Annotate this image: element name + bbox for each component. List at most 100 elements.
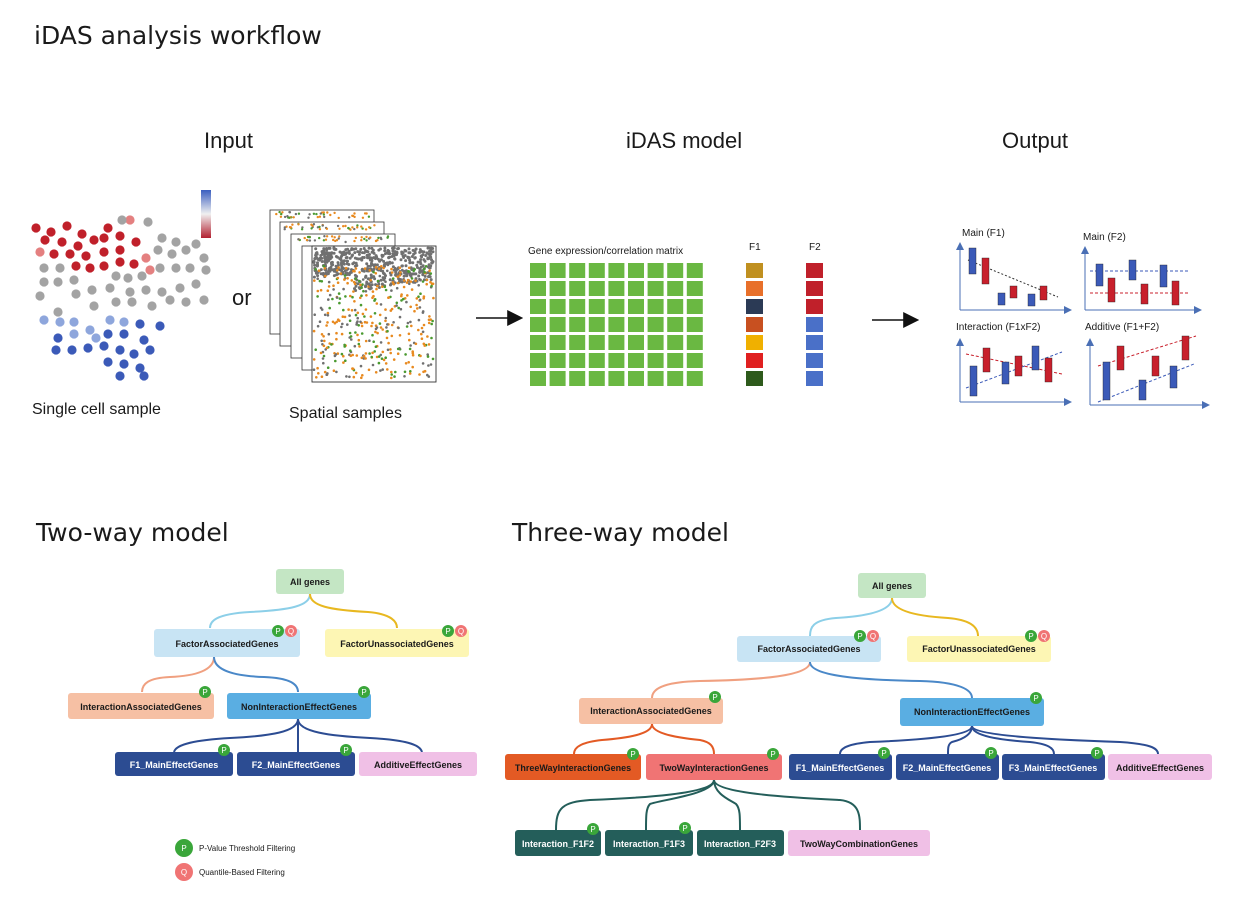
q-badge-text: Q: [1041, 632, 1047, 641]
three-way-connectors: [555, 597, 1159, 831]
three-way-twoway-interaction-node: [646, 754, 782, 780]
three-way-f1-main-node: [789, 754, 892, 780]
p-badge-text: P: [445, 627, 450, 636]
p-badge-icon: [878, 747, 890, 759]
three-way-root-node: [858, 573, 926, 598]
three-way-interaction-f1f2-node: [515, 830, 601, 856]
or-label: or: [232, 285, 252, 310]
two-way-f1-main-label: F1_MainEffectGenes: [130, 760, 219, 770]
three-way-factor-associated-node: [737, 636, 881, 662]
output-heading: Output: [1002, 128, 1068, 153]
two-way-title: Two-way model: [35, 518, 229, 547]
q-badge-text: Q: [288, 627, 294, 636]
two-way-tree: All genes FactorAssociatedGenes FactorUn…: [68, 569, 477, 776]
two-way-f2-main-node: [237, 752, 355, 776]
p-badge-icon: [199, 686, 211, 698]
p-badge-text: P: [1033, 694, 1038, 703]
plot-additive: Additive (F1+F2): [1085, 322, 1210, 409]
p-badge-text: P: [712, 693, 717, 702]
plot-additive-label: Additive (F1+F2): [1085, 322, 1159, 333]
plot-interaction: Interaction (F1xF2): [956, 322, 1072, 406]
three-way-noninteraction-node: [900, 698, 1044, 726]
two-way-factor-unassociated-label: FactorUnassociatedGenes: [340, 639, 454, 649]
two-way-factor-associated-label: FactorAssociatedGenes: [175, 639, 278, 649]
three-way-factor-unassociated-node: [907, 636, 1051, 662]
three-way-noninteraction-label: NonInteractionEffectGenes: [914, 707, 1030, 717]
three-way-root-label: All genes: [872, 581, 912, 591]
p-badge-text: P: [857, 632, 862, 641]
three-way-threeway-interaction-label: ThreeWayInteractionGenes: [515, 763, 631, 773]
three-way-f3-main-label: F3_MainEffectGenes: [1009, 763, 1098, 773]
three-way-interaction-associated-label: InteractionAssociatedGenes: [590, 706, 712, 716]
spatial-samples-stack: [269, 209, 437, 383]
model-heading: iDAS model: [626, 128, 742, 153]
q-badge-icon: [285, 625, 297, 637]
legend: P P-Value Threshold Filtering Q Quantile…: [175, 839, 295, 881]
three-way-additive-label: AdditiveEffectGenes: [1116, 763, 1204, 773]
three-way-twoway-combination-label: TwoWayCombinationGenes: [800, 839, 918, 849]
p-badge-text: P: [343, 746, 348, 755]
two-way-f2-main-label: F2_MainEffectGenes: [252, 760, 341, 770]
p-badge-icon: [218, 744, 230, 756]
two-way-root-label: All genes: [290, 577, 330, 587]
two-way-f1-main-node: [115, 752, 233, 776]
two-way-additive-label: AdditiveEffectGenes: [374, 760, 462, 770]
q-badge-icon: [1038, 630, 1050, 642]
plot-interaction-label: Interaction (F1xF2): [956, 322, 1040, 333]
three-way-f2-main-label: F2_MainEffectGenes: [903, 763, 992, 773]
three-way-f1-main-label: F1_MainEffectGenes: [796, 763, 885, 773]
three-way-interaction-f1f3-label: Interaction_F1F3: [613, 839, 685, 849]
three-way-twoway-interaction-label: TwoWayInteractionGenes: [659, 763, 768, 773]
q-badge-text: Q: [458, 627, 464, 636]
q-badge-text: Q: [870, 632, 876, 641]
three-way-interaction-f1f3-node: [605, 830, 693, 856]
legend-p-badge: P: [181, 844, 186, 853]
three-way-interaction-f2f3-node: [697, 830, 784, 856]
plot-main-f2-label: Main (F2): [1083, 232, 1126, 243]
p-badge-icon: [1025, 630, 1037, 642]
p-badge-icon: [1030, 692, 1042, 704]
p-badge-icon: [1091, 747, 1103, 759]
p-badge-text: P: [202, 688, 207, 697]
plot-main-f1-label: Main (F1): [962, 228, 1005, 239]
three-way-interaction-associated-node: [579, 698, 723, 724]
two-way-additive-node: [359, 752, 477, 776]
three-way-twoway-combination-node: [788, 830, 930, 856]
three-way-f2-main-node: [896, 754, 999, 780]
two-way-factor-unassociated-node: [325, 629, 469, 657]
p-badge-text: P: [1094, 749, 1099, 758]
single-cell-caption: Single cell sample: [32, 401, 161, 418]
q-badge-icon: [455, 625, 467, 637]
gene-matrix: [530, 263, 703, 386]
p-badge-icon: [358, 686, 370, 698]
p-badge-icon: [442, 625, 454, 637]
p-badge-text: P: [275, 627, 280, 636]
legend-p-text: P-Value Threshold Filtering: [199, 844, 295, 853]
legend-q-badge: Q: [181, 868, 187, 877]
colorbar: [201, 190, 211, 238]
two-way-interaction-associated-node: [68, 693, 214, 719]
factor1-column: [746, 263, 763, 386]
p-badge-icon: [587, 823, 599, 835]
spatial-caption: Spatial samples: [289, 405, 402, 422]
p-badge-text: P: [1028, 632, 1033, 641]
p-badge-icon: [985, 747, 997, 759]
single-cell-scatter: [31, 215, 211, 381]
p-badge-icon: [340, 744, 352, 756]
p-badge-text: P: [221, 746, 226, 755]
p-badge-icon: [767, 748, 779, 760]
three-way-title: Three-way model: [511, 518, 729, 547]
input-heading: Input: [204, 128, 253, 153]
legend-p-icon: [175, 839, 193, 857]
factor1-label: F1: [749, 242, 761, 253]
legend-q-icon: [175, 863, 193, 881]
figure-title: iDAS analysis workflow: [34, 21, 322, 50]
two-way-noninteraction-label: NonInteractionEffectGenes: [241, 702, 357, 712]
two-way-root-node: [276, 569, 344, 594]
p-badge-text: P: [770, 750, 775, 759]
three-way-threeway-interaction-node: [505, 754, 641, 780]
p-badge-text: P: [988, 749, 993, 758]
two-way-factor-associated-node: [154, 629, 300, 657]
plot-main-f2: Main (F2): [1081, 232, 1202, 314]
